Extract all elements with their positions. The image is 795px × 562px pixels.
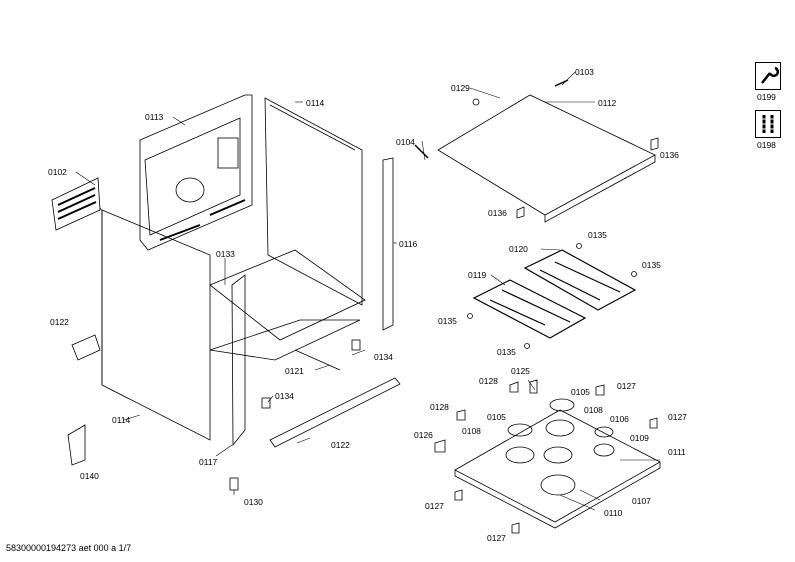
clip-left xyxy=(261,397,271,409)
part-label: 0128 xyxy=(430,402,449,412)
hob-lid xyxy=(437,94,656,223)
part-label: 0127 xyxy=(487,533,506,543)
part-label: 0110 xyxy=(604,508,623,518)
foot xyxy=(229,477,239,491)
back-panel xyxy=(139,94,253,251)
part-label: 0114 xyxy=(112,415,131,425)
part-label: 0135 xyxy=(497,347,516,357)
part-label: 0136 xyxy=(488,208,507,218)
part-label: 0135 xyxy=(438,316,457,326)
part-label: 0112 xyxy=(598,98,617,108)
part-label: 0119 xyxy=(468,270,487,280)
part-label: 0126 xyxy=(414,430,433,440)
part-label: 0108 xyxy=(584,405,603,415)
part-label: 0104 xyxy=(396,137,415,147)
part-label: 0106 xyxy=(610,414,629,424)
bracket xyxy=(67,424,86,466)
part-label: 0135 xyxy=(642,260,661,270)
pan-support-rear xyxy=(523,249,637,311)
right-side-panel xyxy=(264,97,363,306)
part-label: 0120 xyxy=(509,244,528,254)
part-label: 0140 xyxy=(80,471,99,481)
front-side-panel xyxy=(95,204,211,441)
part-label: 0130 xyxy=(244,497,263,507)
part-label: 0127 xyxy=(425,501,444,511)
burners xyxy=(505,398,615,496)
hob-plate xyxy=(454,409,661,529)
part-label: 0135 xyxy=(588,230,607,240)
part-label: 0111 xyxy=(668,447,686,457)
tool-label-0198: 0198 xyxy=(757,140,776,150)
part-label: 0127 xyxy=(617,381,636,391)
part-label: 0108 xyxy=(462,426,481,436)
part-label: 0114 xyxy=(306,98,325,108)
part-label: 0134 xyxy=(374,352,393,362)
part-label: 0116 xyxy=(399,239,418,249)
side-rail xyxy=(71,334,401,448)
part-label: 0117 xyxy=(199,457,218,467)
leader-lines xyxy=(75,71,660,511)
pan-support-front xyxy=(472,279,587,339)
part-label: 0105 xyxy=(487,412,506,422)
vent-grille xyxy=(51,177,101,231)
document-footer: 58300000194273 aet 000 a 1/7 xyxy=(6,543,132,553)
small-parts xyxy=(414,79,659,534)
part-label: 0121 xyxy=(285,366,304,376)
part-label: 0103 xyxy=(575,67,594,77)
rear-strip xyxy=(382,157,394,331)
part-label: 0122 xyxy=(50,317,69,327)
part-label: 0122 xyxy=(331,440,350,450)
front-strip xyxy=(231,274,246,447)
part-label: 0109 xyxy=(630,433,649,443)
clip-right xyxy=(351,339,361,351)
tool-label-0199: 0199 xyxy=(757,92,776,102)
part-label: 0129 xyxy=(451,83,470,93)
part-label: 0102 xyxy=(48,167,67,177)
part-label: 0133 xyxy=(216,249,235,259)
screws-icon[interactable] xyxy=(755,110,781,138)
part-label: 0127 xyxy=(668,412,687,422)
part-label: 0107 xyxy=(632,496,651,506)
part-label: 0113 xyxy=(145,112,164,122)
part-label: 0125 xyxy=(511,366,530,376)
part-label: 0136 xyxy=(660,150,679,160)
wrench-icon[interactable] xyxy=(755,62,781,90)
part-label: 0134 xyxy=(275,391,294,401)
part-label: 0128 xyxy=(479,376,498,386)
part-label: 0105 xyxy=(571,387,590,397)
base-pan xyxy=(209,249,366,371)
